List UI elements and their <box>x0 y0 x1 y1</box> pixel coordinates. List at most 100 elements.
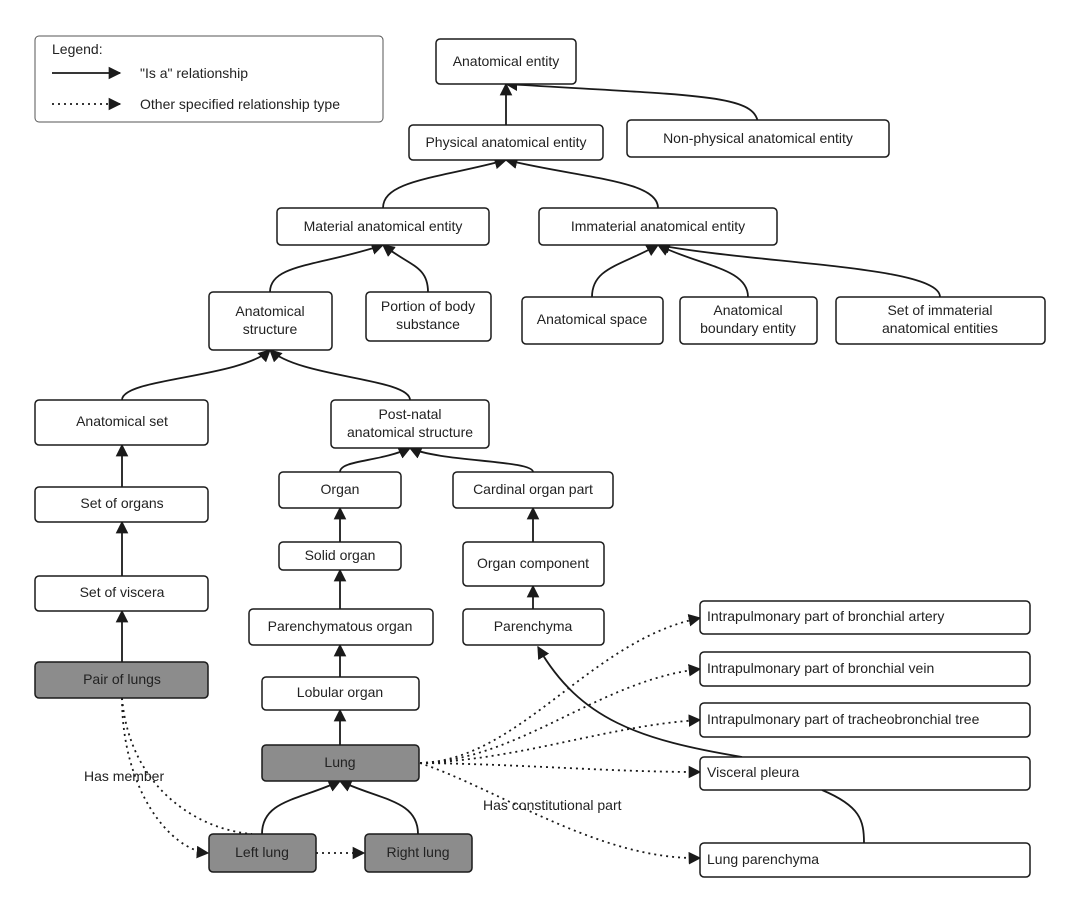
has-member-label: Has member <box>84 768 164 784</box>
node-label: Pair of lungs <box>83 671 161 687</box>
node-label-line: Parenchymatous organ <box>268 618 413 634</box>
node-label-line: Intrapulmonary part of bronchial vein <box>707 660 934 676</box>
node-anatomical-set[interactable]: Anatomical set <box>34 399 209 446</box>
node-label-line: Physical anatomical entity <box>425 134 586 150</box>
node-label-line: Intrapulmonary part of tracheobronchial … <box>707 711 980 727</box>
isa-edge <box>537 645 743 758</box>
node-label-line: Right lung <box>386 844 449 860</box>
node-visceral-pleura[interactable]: Visceral pleura <box>699 756 1031 791</box>
node-label-line: Organ <box>321 481 360 497</box>
node-solid-organ[interactable]: Solid organ <box>278 541 402 571</box>
node-label: Solid organ <box>305 547 376 563</box>
node-lobular-organ[interactable]: Lobular organ <box>261 676 420 711</box>
node-set-of-organs[interactable]: Set of organs <box>34 486 209 523</box>
isa-edge <box>408 447 534 473</box>
node-label-line: Lobular organ <box>297 684 383 700</box>
node-label: Non-physical anatomical entity <box>663 130 853 146</box>
node-label: Post-natal anatomical structure <box>347 406 473 440</box>
node-label: Intrapulmonary part of tracheobronchial … <box>707 711 980 727</box>
node-organ-component[interactable]: Organ component <box>462 541 605 587</box>
node-lung-parenchyma[interactable]: Lung parenchyma <box>699 842 1031 878</box>
node-anatomical-boundary-entity[interactable]: Anatomical boundary entity <box>679 296 818 345</box>
has-member-edge <box>121 697 210 859</box>
node-label-line: anatomical structure <box>347 424 473 440</box>
node-label: Parenchymatous organ <box>268 618 413 634</box>
node-label-line: anatomical entities <box>882 320 998 336</box>
node-intrapulmonary-bronchial-artery[interactable]: Intrapulmonary part of bronchial artery <box>699 600 1031 635</box>
constitutional-part-edge <box>419 762 702 779</box>
node-post-natal-anatomical-structure[interactable]: Post-natal anatomical structure <box>330 399 490 449</box>
isa-edge <box>338 780 419 835</box>
node-label-line: Material anatomical entity <box>304 218 463 234</box>
node-non-physical-anatomical-entity[interactable]: Non-physical anatomical entity <box>626 119 890 158</box>
node-material-anatomical-entity[interactable]: Material anatomical entity <box>276 207 490 246</box>
legend-box <box>34 35 384 123</box>
node-label-line: Pair of lungs <box>83 671 161 687</box>
node-label: Material anatomical entity <box>304 218 463 234</box>
has-member-edge <box>121 697 253 835</box>
node-immaterial-anatomical-entity[interactable]: Immaterial anatomical entity <box>538 207 778 246</box>
node-label-line: Anatomical <box>713 302 782 318</box>
node-label: Lung <box>324 754 355 770</box>
node-label: Set of immaterial anatomical entities <box>882 302 998 336</box>
node-intrapulmonary-tracheobronchial-tree[interactable]: Intrapulmonary part of tracheobronchial … <box>699 702 1031 738</box>
isa-edge <box>504 156 659 209</box>
node-pair-of-lungs[interactable]: Pair of lungs <box>34 661 209 699</box>
node-lung[interactable]: Lung <box>261 744 420 782</box>
isa-edge <box>504 78 759 126</box>
isa-edge <box>382 244 429 293</box>
node-label-line: Anatomical space <box>537 311 648 327</box>
node-set-of-viscera[interactable]: Set of viscera <box>34 575 209 612</box>
node-label-line: Post-natal <box>378 406 441 422</box>
node-label: Set of organs <box>80 495 163 511</box>
legend: Legend: "Is a" relationship Other specif… <box>34 35 384 123</box>
node-label-line: Organ component <box>477 555 589 571</box>
node-label: Intrapulmonary part of bronchial artery <box>707 608 944 624</box>
node-label: Intrapulmonary part of bronchial vein <box>707 660 934 676</box>
node-label: Organ <box>321 481 360 497</box>
node-label: Lung parenchyma <box>707 851 819 867</box>
edges <box>115 78 941 865</box>
node-parenchyma[interactable]: Parenchyma <box>462 608 605 646</box>
node-label: Visceral pleura <box>707 764 800 780</box>
constitutional-part-edge <box>419 762 702 865</box>
node-label: Anatomical space <box>537 311 648 327</box>
node-label: Immaterial anatomical entity <box>571 218 745 234</box>
legend-other-label: Other specified relationship type <box>140 96 340 112</box>
node-left-lung[interactable]: Left lung <box>208 833 317 873</box>
node-label: Anatomical set <box>76 413 168 429</box>
constitutional-part-edge <box>419 714 702 764</box>
nodes: Anatomical entity Physical anatomical en… <box>34 38 1046 878</box>
node-anatomical-entity[interactable]: Anatomical entity <box>435 38 577 85</box>
isa-edge <box>269 242 385 293</box>
node-cardinal-organ-part[interactable]: Cardinal organ part <box>452 471 614 509</box>
node-label-line: Anatomical entity <box>453 53 560 69</box>
isa-edge <box>382 156 508 209</box>
isa-edge <box>339 447 412 473</box>
node-organ[interactable]: Organ <box>278 471 402 509</box>
node-anatomical-space[interactable]: Anatomical space <box>521 296 664 345</box>
node-intrapulmonary-bronchial-vein[interactable]: Intrapulmonary part of bronchial vein <box>699 651 1031 687</box>
node-label-line: Immaterial anatomical entity <box>571 218 745 234</box>
node-right-lung[interactable]: Right lung <box>364 833 473 873</box>
node-set-of-immaterial-anatomical-entities[interactable]: Set of immaterial anatomical entities <box>835 296 1046 345</box>
node-label: Physical anatomical entity <box>425 134 586 150</box>
node-label: Anatomical boundary entity <box>700 302 796 336</box>
node-label: Parenchyma <box>494 618 573 634</box>
node-physical-anatomical-entity[interactable]: Physical anatomical entity <box>408 124 604 161</box>
node-label-line: Set of immaterial <box>887 302 992 318</box>
node-label: Organ component <box>477 555 589 571</box>
node-parenchymatous-organ[interactable]: Parenchymatous organ <box>248 608 434 646</box>
isa-edge <box>656 244 749 298</box>
node-label-line: boundary entity <box>700 320 796 336</box>
node-label-line: Solid organ <box>305 547 376 563</box>
node-label-line: Intrapulmonary part of bronchial artery <box>707 608 944 624</box>
legend-isa-label: "Is a" relationship <box>140 65 248 81</box>
node-label-line: Anatomical <box>235 303 304 319</box>
isa-edge <box>121 349 271 401</box>
